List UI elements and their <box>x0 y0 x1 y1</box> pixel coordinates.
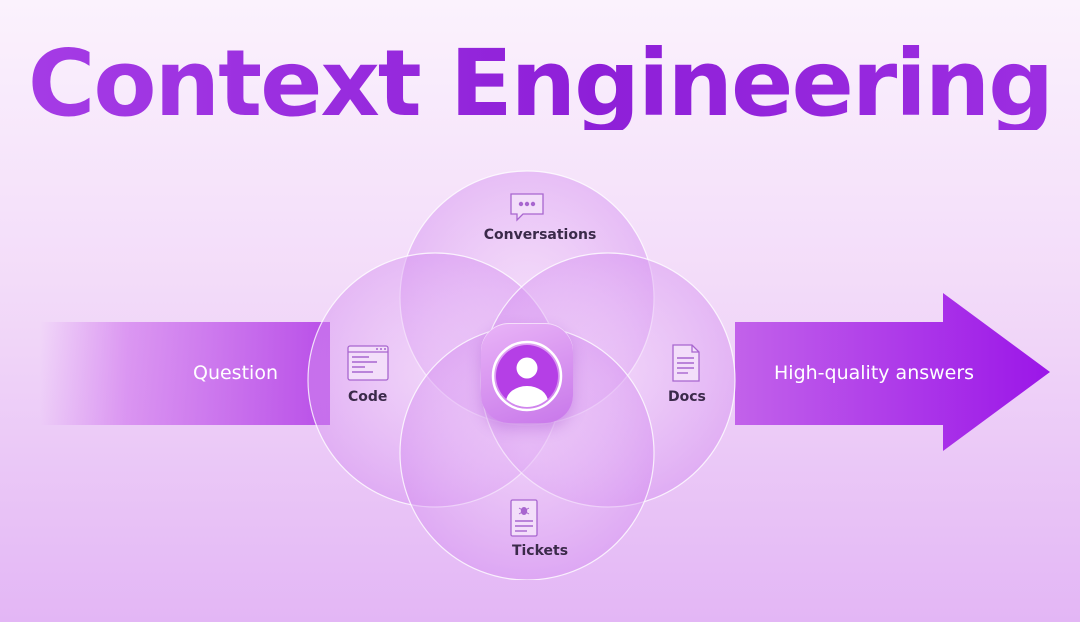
answers-arrow <box>735 293 1050 451</box>
document-icon <box>672 344 700 382</box>
bug-ticket-icon <box>510 499 538 537</box>
tickets-label: Tickets <box>511 543 569 559</box>
docs-label: Docs <box>668 389 706 405</box>
chat-bubble-icon <box>510 193 544 222</box>
code-label: Code <box>348 389 388 405</box>
code-window-icon <box>347 345 389 381</box>
user-avatar-icon <box>491 340 563 412</box>
answers-label: High-quality answers <box>774 362 975 384</box>
page-title: Context Engineering <box>0 38 1080 130</box>
conversations-label: Conversations <box>483 227 597 243</box>
venn-diagram <box>307 170 736 580</box>
question-arrow <box>40 322 330 425</box>
question-label: Question <box>193 362 278 384</box>
